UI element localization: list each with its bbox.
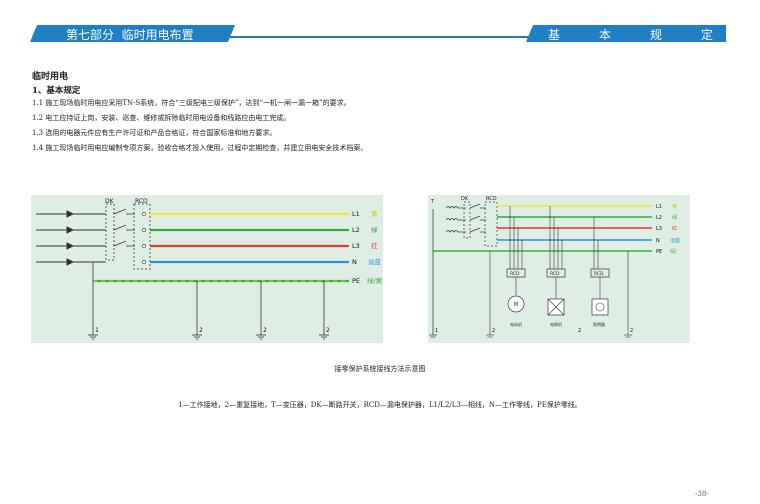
line-color-note: 黄: [672, 203, 677, 210]
line-color-note: 黄: [371, 209, 378, 218]
device-label: 电动机: [510, 321, 522, 327]
dk-label: DK: [105, 198, 115, 205]
wiring-diagram-right: T DK RCD: [428, 195, 690, 343]
line-color-note: 绿: [371, 225, 378, 234]
rcd-label: RCD: [486, 196, 497, 202]
ground-label: 1: [95, 327, 99, 334]
line-code: PE: [656, 249, 662, 255]
ground-label: 2: [199, 327, 203, 334]
rcd-box: [133, 203, 151, 270]
wiring-diagram-left: DK RCD L1 L2 L3 N PE 黄 绿 红 淡蓝: [31, 195, 383, 343]
rule-item: 1.1 施工现场临时用电应采用TN-S系统，符合“三级配电三级保护”，达到“一机…: [32, 99, 351, 107]
line-code: L3: [656, 226, 662, 232]
conductors: [93, 212, 349, 283]
line-code: L3: [352, 242, 360, 250]
ground-label: 1: [435, 328, 438, 334]
topic-header-label: 基 本 规 定: [548, 26, 713, 43]
rule-item: 1.2 电工应持证上岗，安装、巡查、维修或拆除临时用电设备和线路应由电工完成。: [32, 114, 291, 122]
line-color-note: 淡蓝: [670, 237, 680, 244]
ground-label: 2: [492, 328, 495, 334]
device-leads: [515, 277, 601, 299]
ground-symbols: [88, 262, 329, 340]
line-code: L1: [656, 204, 662, 210]
device-label: 照明器: [593, 322, 605, 327]
section-title: 临时用电: [32, 72, 69, 82]
ground-label: 2: [263, 327, 267, 334]
transformer-coils: [429, 201, 498, 338]
rule-item: 1.4 施工现场临时用电应编制专项方案，验收合格才投入使用，过程中定期检查，并建…: [32, 144, 368, 152]
line-color-note: 红: [371, 241, 378, 250]
section-header-label: 第七部分 临时用电布置: [66, 28, 194, 42]
subsection-title: 1、基本规定: [32, 86, 81, 96]
ground-label: 2: [578, 328, 581, 334]
dk-label: DK: [461, 196, 469, 202]
branch-wires: [486, 206, 632, 338]
motor-symbol: M: [514, 302, 518, 308]
line-code: N: [656, 238, 660, 244]
figure-legend: 1—工作接地，2—重复接地，T—变压器，DK—断路开关，RCD—漏电保护器，L1…: [178, 401, 582, 409]
line-color-note: 绿: [672, 214, 677, 221]
figure-caption: 接零保护系统接线方法示意图: [334, 365, 426, 373]
transformer-label: T: [430, 199, 435, 205]
branch-rcd-label: RCD: [550, 271, 560, 277]
line-code: L2: [656, 215, 662, 221]
section-header-bar: [30, 25, 235, 42]
topic-char: 规: [649, 28, 662, 42]
rule-item: 1.3 选用的电器元件应有生产许可证和产品合格证，符合国家标准和地方要求。: [32, 129, 277, 137]
rcd-label: RCD: [135, 198, 148, 205]
line-code: N: [352, 258, 357, 266]
dk-switch: [105, 203, 135, 261]
input-arrows: [36, 210, 106, 266]
line-code: PE: [352, 277, 360, 285]
branch-rcd-label: RCD: [594, 271, 604, 277]
topic-char: 本: [598, 28, 611, 42]
branch-rcd-label: RCD: [510, 271, 520, 277]
ground-label: 2: [326, 327, 330, 334]
topic-char: 定: [700, 28, 713, 42]
header-divider: [228, 36, 533, 38]
line-code: L1: [352, 210, 360, 218]
lamp-icon: [591, 298, 609, 316]
device-label: 电焊机: [550, 321, 562, 327]
line-code: L2: [352, 226, 360, 234]
line-color-note: 绿/黄: [367, 276, 383, 285]
motor-icon: [507, 295, 525, 313]
ground-label: 2: [630, 328, 633, 334]
topic-char: 基: [548, 28, 561, 42]
line-color-note: 绿/: [670, 248, 677, 255]
line-color-note: 红: [672, 225, 677, 232]
conductors: [433, 205, 652, 252]
rule-list: 1.1 施工现场临时用电应采用TN-S系统，符合“三级配电三级保护”，达到“一机…: [32, 98, 367, 158]
page-number: -38-: [695, 490, 709, 498]
topic-header-bar: [526, 25, 726, 42]
line-color-note: 淡蓝: [368, 257, 382, 266]
